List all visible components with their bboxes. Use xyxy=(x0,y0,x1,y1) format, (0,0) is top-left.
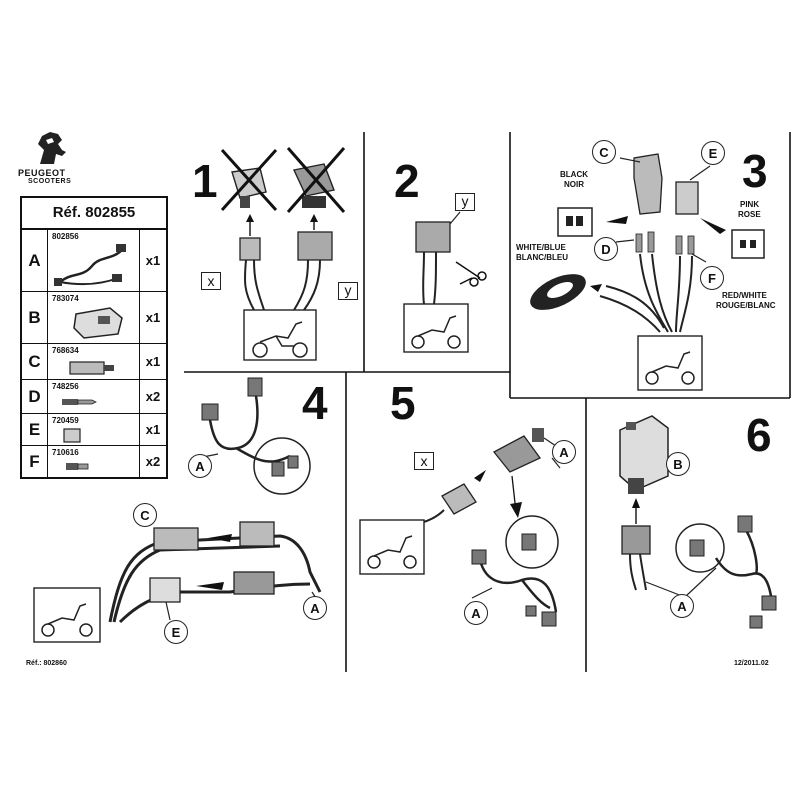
step-3-callout-e: E xyxy=(701,141,725,165)
scissors-icon xyxy=(455,261,487,287)
step-4-callout-e: E xyxy=(164,620,188,644)
parts-row-d: D 748256 x2 xyxy=(22,380,166,414)
label-noir: NOIR xyxy=(564,180,584,189)
parts-row-a: A 802856 x1 xyxy=(22,230,166,292)
part-letter: E xyxy=(22,414,48,445)
brand-sub: SCOOTERS xyxy=(28,178,72,185)
step-6-callout-b: B xyxy=(666,452,690,476)
peugeot-logo: PEUGEOT SCOOTERS xyxy=(14,130,94,190)
label-pink: PINK xyxy=(740,200,760,209)
step-1-y-label: y xyxy=(338,282,358,300)
step-5-number: 5 xyxy=(390,377,416,429)
step-2-diagram xyxy=(403,211,487,353)
step-6-number: 6 xyxy=(746,409,772,461)
step-5-callout-a-bottom: A xyxy=(464,601,488,625)
part-code: 748256 xyxy=(52,382,79,391)
label-blanc-bleu: BLANC/BLEU xyxy=(516,253,568,262)
part-letter: B xyxy=(22,292,48,343)
part-qty: x1 xyxy=(139,344,166,379)
part-code: 768634 xyxy=(52,346,79,355)
part-letter: C xyxy=(22,344,48,379)
part-qty: x1 xyxy=(139,230,166,291)
step-4-number: 4 xyxy=(302,377,328,429)
step-6-callout-a: A xyxy=(670,594,694,618)
parts-row-c: C 768634 x1 xyxy=(22,344,166,380)
label-white-blue: WHITE/BLUE xyxy=(516,243,566,252)
step-1-x-label: x xyxy=(201,272,221,290)
lion-icon xyxy=(38,132,66,164)
part-code: 802856 xyxy=(52,232,79,241)
part-letter: F xyxy=(22,446,48,477)
step-5-callout-a-top: A xyxy=(552,440,576,464)
step-2-number: 2 xyxy=(394,155,420,207)
terminal-f-icon xyxy=(66,463,89,470)
step-4-callout-a-top: A xyxy=(188,454,212,478)
parts-row-e: E 720459 x1 xyxy=(22,414,166,446)
label-rose: ROSE xyxy=(738,210,761,219)
part-qty: x1 xyxy=(139,292,166,343)
tape-roll-icon xyxy=(530,274,586,310)
part-letter: D xyxy=(22,380,48,413)
part-letter: A xyxy=(22,230,48,291)
step-4-callout-c: C xyxy=(133,503,157,527)
label-red-white: RED/WHITE xyxy=(722,291,767,300)
footer-date: 12/2011.02 xyxy=(734,660,769,667)
step-3-callout-d: D xyxy=(594,237,618,261)
part-code: 783074 xyxy=(52,294,79,303)
parts-table-title: Réf. 802855 xyxy=(22,198,166,230)
label-black: BLACK xyxy=(560,170,588,179)
part-qty: x2 xyxy=(139,446,166,477)
brand-name: PEUGEOT xyxy=(18,168,66,178)
parts-row-f: F 710616 x2 xyxy=(22,446,166,477)
step-1-diagram xyxy=(220,147,346,361)
parts-table: Réf. 802855 A 802856 x1 B 783074 x1 C xyxy=(20,196,168,479)
step-3-diagram xyxy=(530,153,765,391)
step-1-number: 1 xyxy=(192,155,218,207)
cdi-unit-icon xyxy=(73,307,123,339)
part-code: 720459 xyxy=(52,416,79,425)
step-4-callout-a-bottom: A xyxy=(303,596,327,620)
parts-row-b: B 783074 x1 xyxy=(22,292,166,344)
connector-e-icon xyxy=(63,428,81,443)
harness-icon xyxy=(54,244,126,286)
terminal-d-icon xyxy=(62,399,97,405)
step-5-diagram xyxy=(359,428,561,627)
step-3-number: 3 xyxy=(742,145,768,197)
step-3-callout-c: C xyxy=(592,140,616,164)
step-5-x-label: x xyxy=(414,452,434,470)
step-3-callout-f: F xyxy=(700,266,724,290)
step-6-diagram xyxy=(619,415,777,629)
part-code: 710616 xyxy=(52,448,79,457)
connector-c-icon xyxy=(69,361,114,375)
part-qty: x1 xyxy=(139,414,166,445)
step-2-y-label: y xyxy=(455,193,475,211)
label-rouge-blanc: ROUGE/BLANC xyxy=(716,301,776,310)
footer-ref: Réf.: 802860 xyxy=(26,660,67,667)
part-qty: x2 xyxy=(139,380,166,413)
